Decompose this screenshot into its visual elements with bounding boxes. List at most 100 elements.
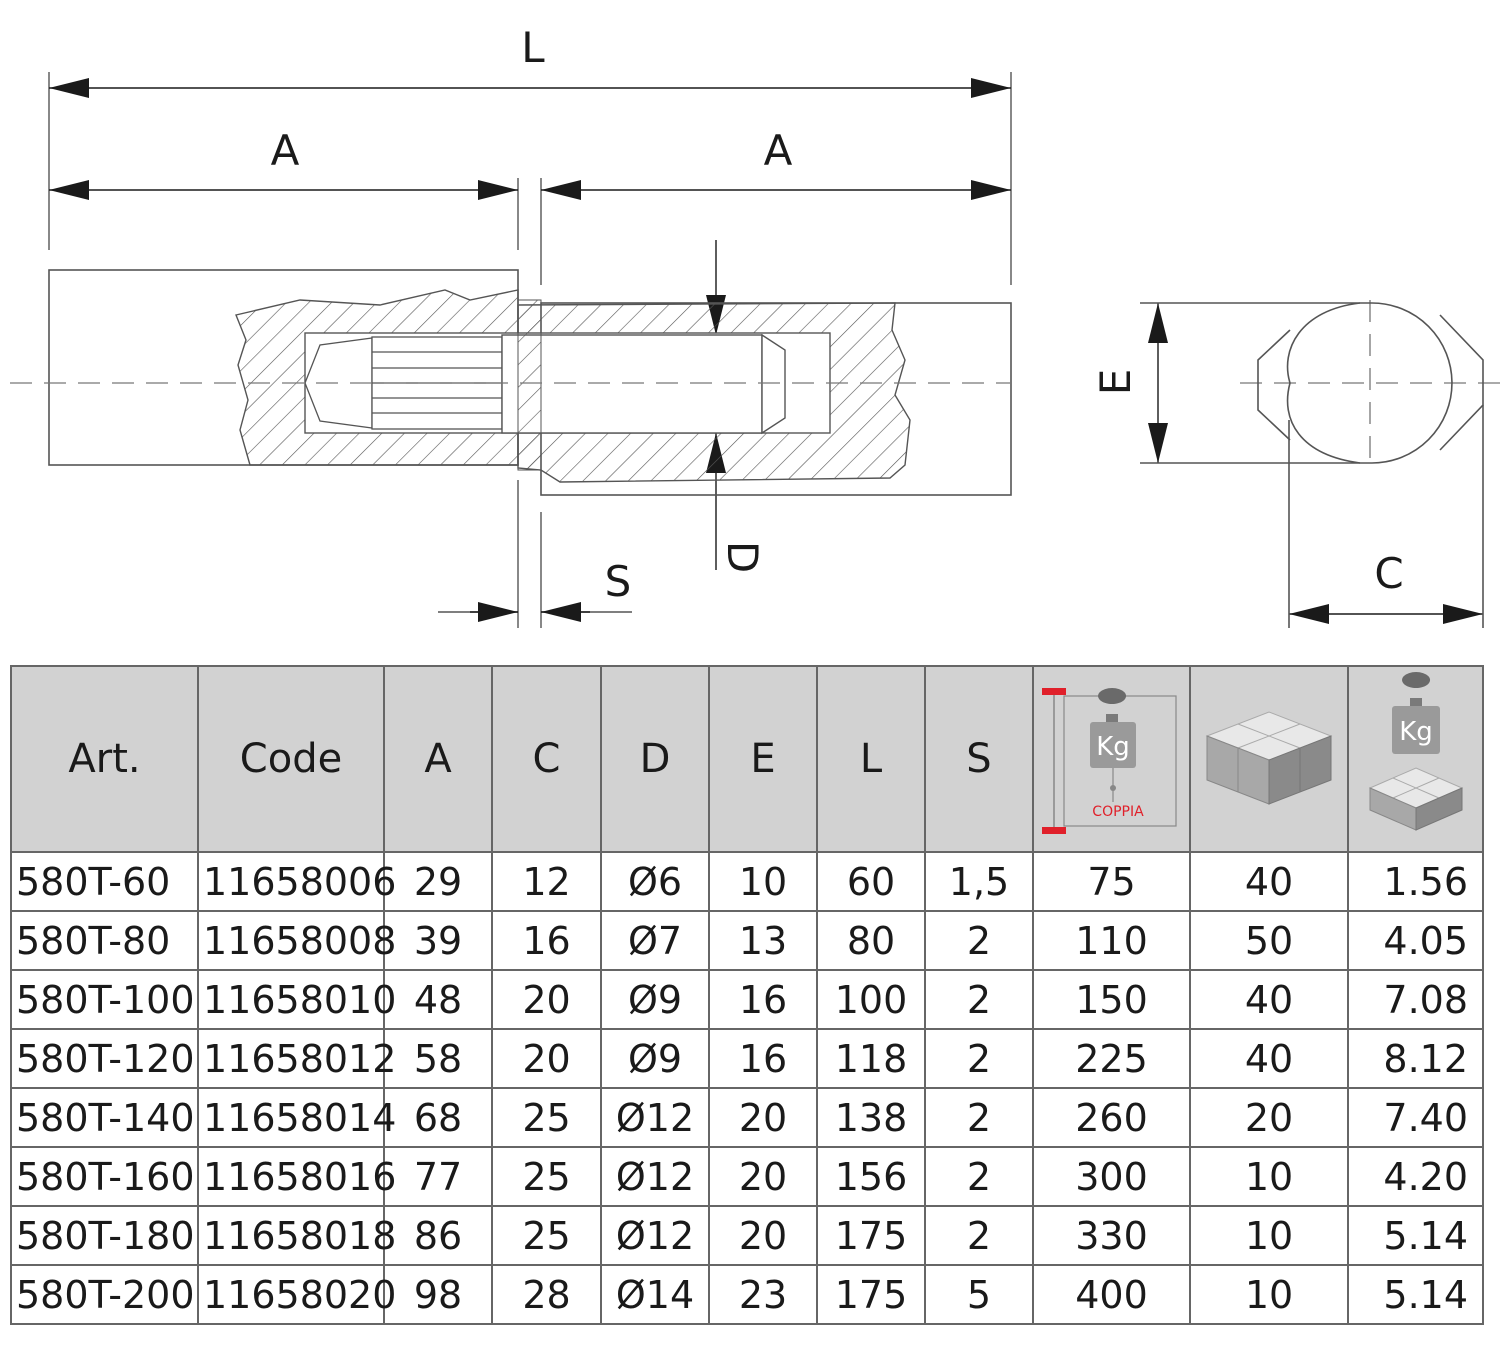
cell-pack: 20 bbox=[1189, 1087, 1349, 1148]
cell-d: Ø9 bbox=[600, 969, 710, 1030]
label-c: C bbox=[1374, 549, 1403, 598]
cell-weight: 4.20 bbox=[1347, 1146, 1484, 1207]
cell-e: 10 bbox=[708, 851, 818, 912]
cell-c: 25 bbox=[491, 1205, 602, 1266]
cell-l: 100 bbox=[816, 969, 926, 1030]
cell-e: 16 bbox=[708, 969, 818, 1030]
cell-load: 300 bbox=[1032, 1146, 1191, 1207]
spec-table: Art. Code A C D E L S Kg bbox=[10, 665, 1484, 1325]
header-code: Code bbox=[197, 665, 385, 853]
cell-s: 2 bbox=[924, 969, 1034, 1030]
cell-e: 16 bbox=[708, 1028, 818, 1089]
weight-icon-text: Kg bbox=[1399, 717, 1433, 747]
header-s: S bbox=[924, 665, 1034, 853]
cell-d: Ø12 bbox=[600, 1205, 710, 1266]
cell-weight: 5.14 bbox=[1347, 1205, 1484, 1266]
cell-e: 13 bbox=[708, 910, 818, 971]
cell-l: 175 bbox=[816, 1205, 926, 1266]
cell-code: 11658018 bbox=[197, 1205, 396, 1266]
cell-a: 86 bbox=[383, 1205, 493, 1266]
header-art: Art. bbox=[10, 665, 199, 853]
cell-load: 400 bbox=[1032, 1264, 1191, 1325]
cell-weight: 5.14 bbox=[1347, 1264, 1484, 1325]
cell-s: 2 bbox=[924, 1205, 1034, 1266]
cell-code: 11658008 bbox=[197, 910, 396, 971]
header-a: A bbox=[383, 665, 493, 853]
cell-pack: 40 bbox=[1189, 1028, 1349, 1089]
side-view bbox=[1140, 302, 1484, 628]
cell-s: 2 bbox=[924, 1028, 1034, 1089]
cell-art: 580T-120 bbox=[10, 1028, 199, 1089]
cell-art: 580T-60 bbox=[10, 851, 199, 912]
cell-c: 12 bbox=[491, 851, 602, 912]
cell-d: Ø9 bbox=[600, 1028, 710, 1089]
package-boxes-icon bbox=[1205, 711, 1333, 805]
cell-l: 175 bbox=[816, 1264, 926, 1325]
cell-s: 2 bbox=[924, 910, 1034, 971]
pin-smooth bbox=[501, 333, 786, 435]
cell-l: 60 bbox=[816, 851, 926, 912]
cell-weight: 8.12 bbox=[1347, 1028, 1484, 1089]
cell-s: 1,5 bbox=[924, 851, 1034, 912]
cell-d: Ø12 bbox=[600, 1146, 710, 1207]
cell-e: 20 bbox=[708, 1087, 818, 1148]
cell-load: 225 bbox=[1032, 1028, 1191, 1089]
cell-load: 260 bbox=[1032, 1087, 1191, 1148]
cell-code: 11658014 bbox=[197, 1087, 396, 1148]
cell-l: 138 bbox=[816, 1087, 926, 1148]
cell-code: 11658010 bbox=[197, 969, 396, 1030]
cell-c: 20 bbox=[491, 969, 602, 1030]
cell-c: 25 bbox=[491, 1087, 602, 1148]
cell-d: Ø14 bbox=[600, 1264, 710, 1325]
cell-a: 77 bbox=[383, 1146, 493, 1207]
cell-art: 580T-180 bbox=[10, 1205, 199, 1266]
label-d: D bbox=[718, 541, 767, 573]
label-a-right: A bbox=[764, 126, 793, 175]
cell-weight: 7.40 bbox=[1347, 1087, 1484, 1148]
cell-d: Ø6 bbox=[600, 851, 710, 912]
cell-s: 2 bbox=[924, 1087, 1034, 1148]
cell-c: 20 bbox=[491, 1028, 602, 1089]
cell-s: 5 bbox=[924, 1264, 1034, 1325]
load-icon-caption: COPPIA bbox=[1092, 804, 1144, 820]
cell-load: 150 bbox=[1032, 969, 1191, 1030]
cell-art: 580T-160 bbox=[10, 1146, 199, 1207]
cell-e: 23 bbox=[708, 1264, 818, 1325]
label-l: L bbox=[521, 23, 545, 72]
cell-l: 80 bbox=[816, 910, 926, 971]
cell-pack: 10 bbox=[1189, 1205, 1349, 1266]
package-weight-icon: Kg bbox=[1368, 672, 1463, 831]
cell-e: 20 bbox=[708, 1205, 818, 1266]
cell-load: 110 bbox=[1032, 910, 1191, 971]
cell-s: 2 bbox=[924, 1146, 1034, 1207]
cell-pack: 10 bbox=[1189, 1264, 1349, 1325]
cell-a: 48 bbox=[383, 969, 493, 1030]
cell-art: 580T-80 bbox=[10, 910, 199, 971]
cell-weight: 4.05 bbox=[1347, 910, 1484, 971]
label-a-left: A bbox=[271, 126, 300, 175]
header-c: C bbox=[491, 665, 602, 853]
cell-a: 39 bbox=[383, 910, 493, 971]
label-s: S bbox=[605, 557, 632, 606]
cell-a: 68 bbox=[383, 1087, 493, 1148]
leaf-gap bbox=[517, 299, 542, 471]
cell-code: 11658006 bbox=[197, 851, 396, 912]
weight-pair-load-icon: Kg COPPIA bbox=[1041, 688, 1177, 834]
cell-l: 156 bbox=[816, 1146, 926, 1207]
table-header-row: Art. Code A C D E L S Kg bbox=[10, 665, 1484, 853]
cell-pack: 40 bbox=[1189, 851, 1349, 912]
header-load: Kg COPPIA bbox=[1032, 665, 1191, 853]
cell-weight: 1.56 bbox=[1347, 851, 1484, 912]
cell-pack: 40 bbox=[1189, 969, 1349, 1030]
header-e: E bbox=[708, 665, 818, 853]
cell-c: 16 bbox=[491, 910, 602, 971]
load-icon-text: Kg bbox=[1096, 732, 1130, 762]
technical-drawing: L A A S C D E bbox=[10, 23, 1500, 628]
